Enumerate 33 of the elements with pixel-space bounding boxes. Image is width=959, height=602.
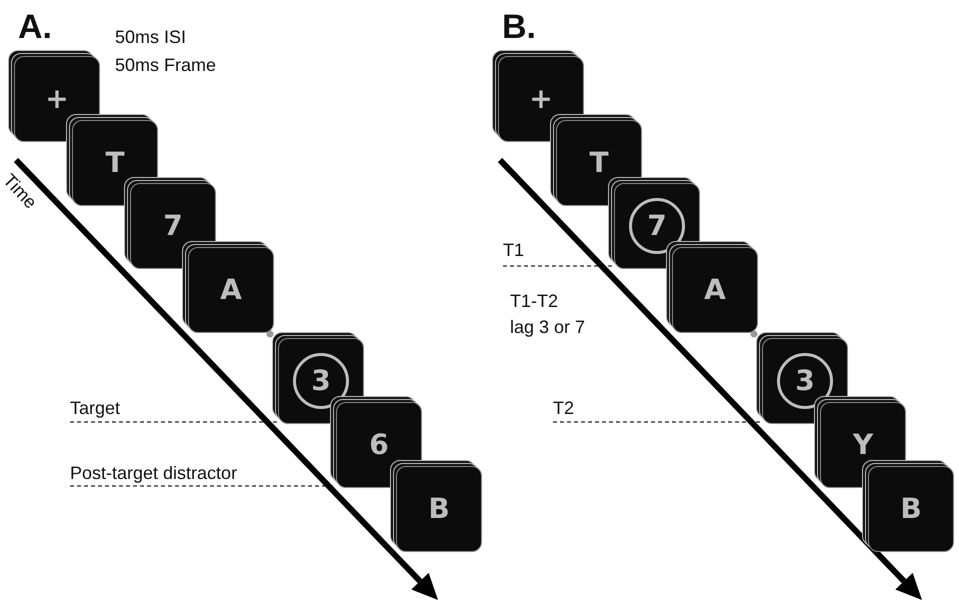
lag-note: T1-T2 lag 3 or 7 xyxy=(510,290,586,339)
stimulus-character: + xyxy=(45,85,69,113)
timing-note: 50ms ISI xyxy=(115,27,186,48)
panel-letter: A. xyxy=(18,8,52,47)
stimulus-frame xyxy=(66,114,158,206)
stimulus-character: B xyxy=(428,495,450,523)
stimulus-character: 7 xyxy=(163,212,183,240)
stimulus-frame xyxy=(608,177,700,269)
stimulus-frame xyxy=(550,114,642,206)
stimulus-character: + xyxy=(529,85,553,113)
stimulus-character: T xyxy=(589,149,609,177)
stimulus-character: A xyxy=(220,276,242,304)
stimulus-frame xyxy=(390,460,482,552)
stimulus-frame xyxy=(862,460,954,552)
annotation-label: Target xyxy=(70,398,120,419)
stimulus-character: Y xyxy=(852,431,874,459)
annotation-label: Post-target distractor xyxy=(70,463,238,484)
annotation-label: T2 xyxy=(553,398,574,419)
stimulus-frame xyxy=(272,332,364,424)
stimulus-frame xyxy=(756,332,848,424)
stimulus-frame xyxy=(8,50,100,142)
stimulus-frame xyxy=(124,177,216,269)
panel-letter: B. xyxy=(502,8,536,47)
timing-note: 50ms Frame xyxy=(115,55,216,76)
stimulus-frame xyxy=(182,241,274,333)
stimulus-character: T xyxy=(105,149,125,177)
stimulus-frame xyxy=(492,50,584,142)
stimulus-character: A xyxy=(704,276,726,304)
stimulus-frame xyxy=(330,396,422,488)
stimulus-character: B xyxy=(900,495,922,523)
stimulus-character: 6 xyxy=(369,431,389,459)
annotation-label: T1 xyxy=(503,240,524,261)
stimulus-frame xyxy=(666,241,758,333)
